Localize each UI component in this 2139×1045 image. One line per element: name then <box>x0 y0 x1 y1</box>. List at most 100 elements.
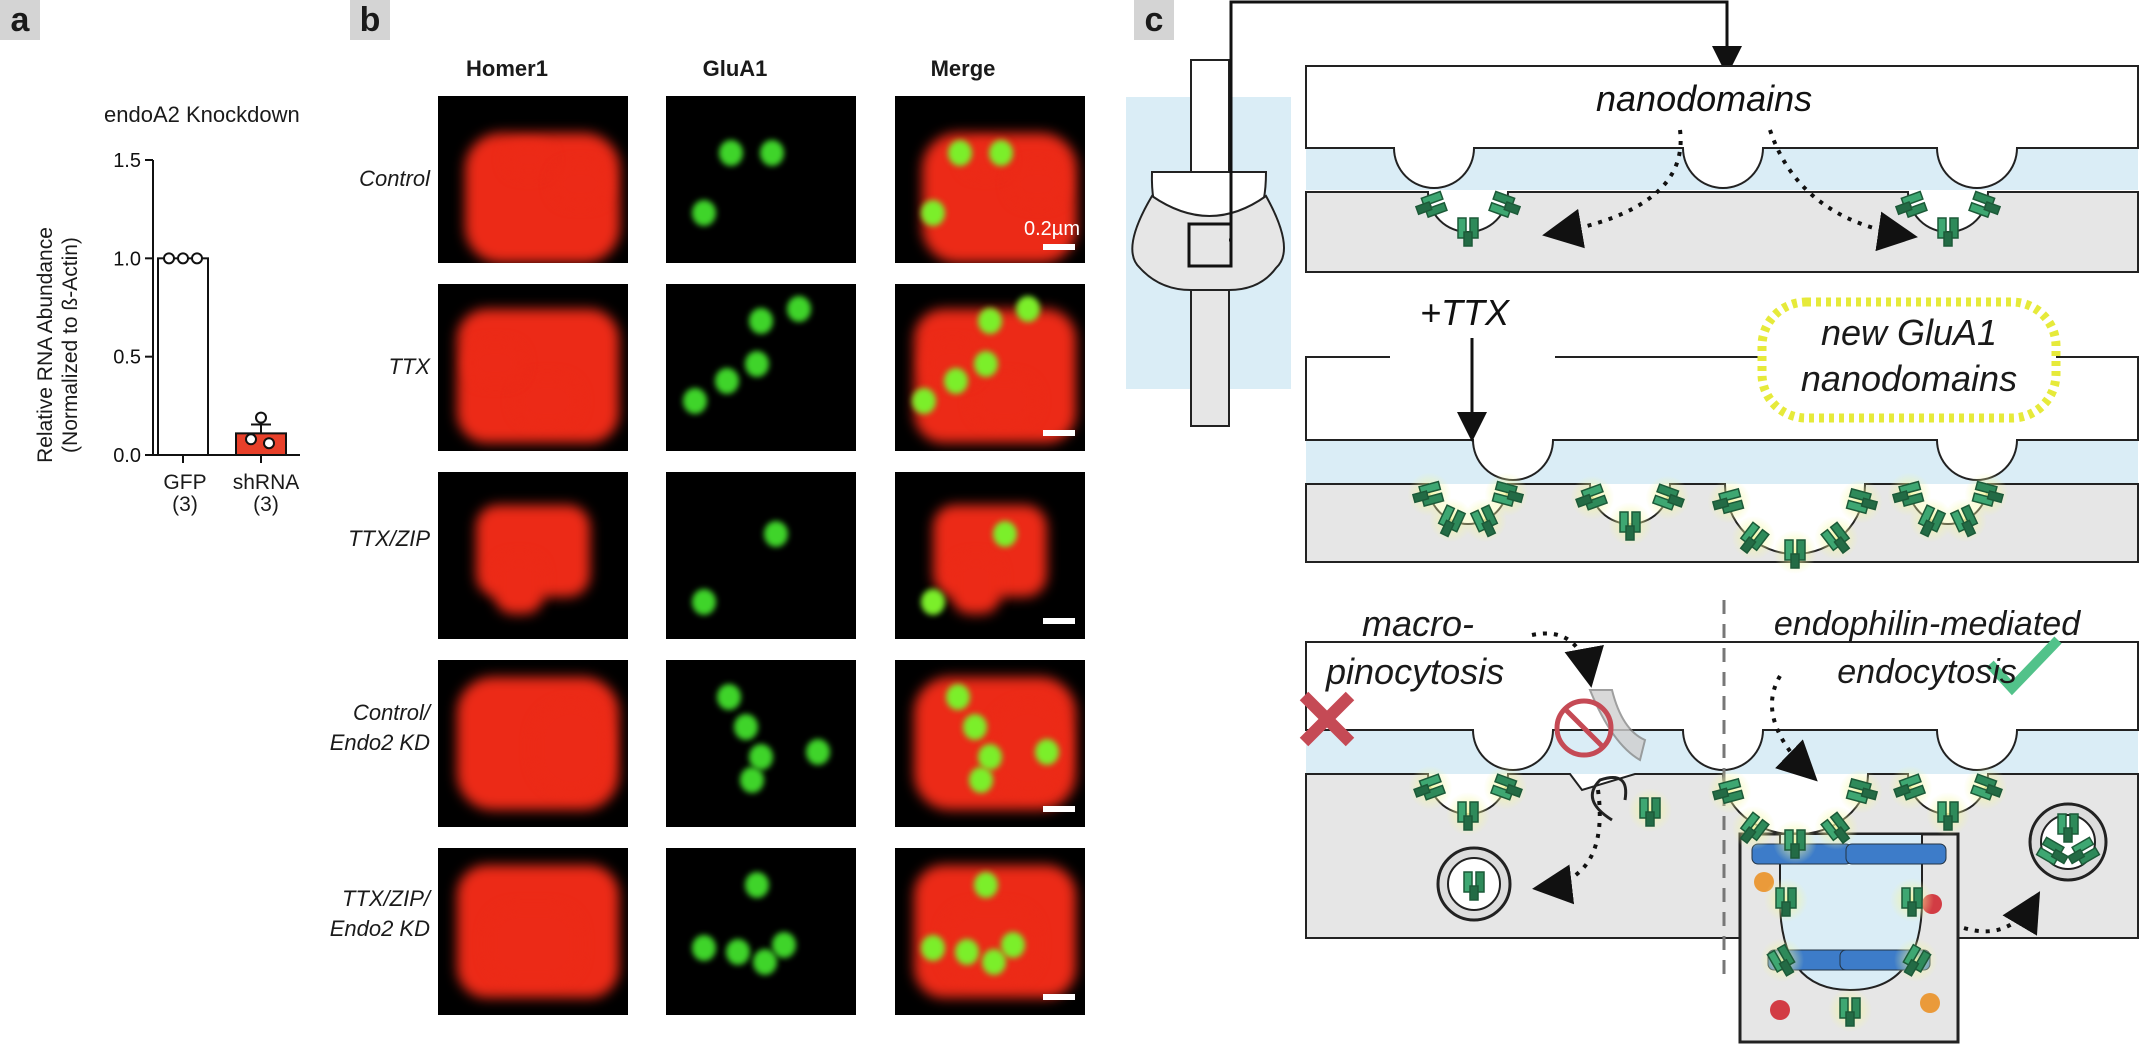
glua1-puncta <box>752 948 777 975</box>
glua1-receptor <box>1457 217 1479 247</box>
glua1-receptor <box>1926 792 1970 836</box>
glua1-receptor <box>1764 878 1808 922</box>
glua1-puncta <box>989 139 1014 166</box>
glua1-puncta <box>962 713 987 740</box>
data-point <box>255 411 267 424</box>
glua1-puncta <box>974 871 999 898</box>
glua1-receptors <box>1407 190 2101 1032</box>
glua1-receptor <box>1446 792 1490 836</box>
glua1-puncta <box>921 589 945 616</box>
glua1-puncta <box>733 713 758 740</box>
row-label-line2: Endo2 KD <box>329 916 430 941</box>
glua1-receptor <box>2035 836 2069 866</box>
glua1-receptor <box>1838 769 1883 814</box>
panel-a-label: a <box>0 0 40 40</box>
data-point <box>245 433 257 446</box>
y-tick-label: 0.5 <box>113 347 141 369</box>
label-new-glua1-nanodomains: new GluA1 nanodomains <box>1766 310 2052 402</box>
merge-image <box>895 472 1085 639</box>
glua1-puncta <box>692 935 716 962</box>
glua1-puncta <box>947 139 972 166</box>
label-line2: pinocytosis <box>1326 651 1505 692</box>
glua1-receptor <box>1488 190 1522 219</box>
bar-n: (3) <box>172 493 198 516</box>
homer1-signal <box>971 375 1038 426</box>
homer1-signal <box>466 342 524 385</box>
homer1-signal <box>1009 162 1066 205</box>
glua1-puncta <box>692 589 716 616</box>
glua1-puncta <box>955 938 980 965</box>
glua1-receptor <box>1828 988 1872 1032</box>
glua1-receptor <box>1968 190 2002 219</box>
data-point <box>177 252 189 265</box>
glua1-receptor <box>1964 472 2009 517</box>
label-line2: endocytosis <box>1837 653 2017 691</box>
glua1-receptor <box>1890 878 1934 922</box>
glua1-receptor <box>1463 871 1485 901</box>
synapse-cartoon <box>1126 0 1742 427</box>
glua1-puncta <box>764 520 789 547</box>
glua1-image <box>666 96 856 263</box>
data-point <box>263 437 275 450</box>
glua1-receptor <box>1628 788 1672 832</box>
row-label-line2: Endo2 KD <box>329 730 430 755</box>
glua1-receptor <box>1894 190 1928 219</box>
homer1-signal <box>533 701 609 794</box>
glua1-receptor <box>1414 190 1448 219</box>
glua1-receptor <box>1484 472 1529 517</box>
label-macropinocytosis: macro- pinocytosis <box>1326 600 1504 696</box>
glua1-receptor <box>1838 479 1883 524</box>
glua1-puncta <box>978 307 1002 334</box>
scale-bar <box>1043 430 1075 436</box>
glua1-puncta <box>968 767 993 794</box>
scale-bar <box>1043 994 1075 1000</box>
scale-bar-label: 0.2µm <box>1024 218 1080 240</box>
homer1-image <box>438 848 628 1015</box>
glua1-receptor <box>1707 479 1752 524</box>
glua1-puncta <box>745 351 770 378</box>
glua1-receptor <box>1888 765 1933 810</box>
glua1-receptor <box>1894 938 1938 982</box>
glua1-receptor <box>1814 515 1859 560</box>
glua1-puncta <box>921 935 945 962</box>
glua1-puncta <box>978 743 1002 770</box>
glua1-puncta <box>760 139 785 166</box>
label-nanodomains: nanodomains <box>1596 78 1813 119</box>
glua1-puncta <box>921 199 945 226</box>
row-label-line1: TTX/ZIP <box>348 526 430 551</box>
glua1-receptor <box>1909 498 1954 543</box>
merge-image <box>895 284 1085 451</box>
glua1-image <box>666 284 856 451</box>
glua1-receptor <box>2057 813 2079 843</box>
row-label-control: Control <box>310 164 430 194</box>
column-header-homer1: Homer1 <box>466 56 548 81</box>
homer1-image <box>438 472 628 639</box>
row-label-line1: TTX/ZIP/ <box>342 886 430 911</box>
glua1-puncta <box>726 938 751 965</box>
homer1-signal <box>952 555 1000 614</box>
merge-image <box>895 660 1085 827</box>
column-header-merge: Merge <box>930 56 996 81</box>
data-point <box>163 252 175 265</box>
glua1-receptor <box>1760 938 1804 982</box>
scale-bar <box>1043 806 1075 812</box>
row-label-line1: Control/ <box>352 700 430 725</box>
label-line1: endophilin-mediated <box>1773 605 2081 643</box>
glua1-receptor <box>1773 530 1817 574</box>
glua1-puncta <box>981 948 1006 975</box>
chart-title: endoA2 Knockdown <box>104 102 300 127</box>
bar-name: GFP <box>163 471 207 494</box>
bar-n: (3) <box>253 493 279 516</box>
glua1-image <box>666 472 856 639</box>
glua1-receptor <box>1731 515 1776 560</box>
merge-image <box>895 96 1085 263</box>
row-label-line1: TTX <box>388 354 430 379</box>
y-tick-label: 1.0 <box>113 248 141 270</box>
row-label-ttx-zip: TTX/ZIP <box>310 524 430 554</box>
glua1-receptor <box>1963 765 2008 810</box>
glua1-image <box>666 660 856 827</box>
scale-bar <box>1043 618 1075 624</box>
glua1-puncta <box>714 367 739 394</box>
homer1-signal <box>504 142 552 177</box>
